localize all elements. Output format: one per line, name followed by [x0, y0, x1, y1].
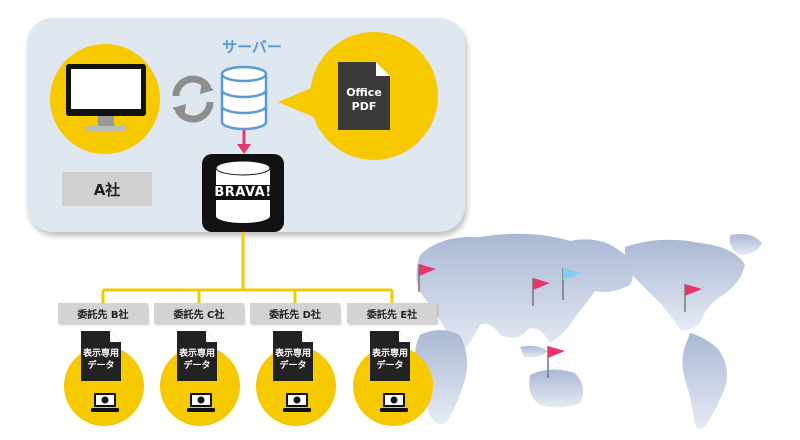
flag-icon — [532, 278, 550, 306]
doc-line2: データ — [87, 361, 115, 371]
laptop-icon — [91, 393, 119, 412]
laptop-icon — [283, 393, 311, 412]
database-icon — [220, 65, 268, 131]
islands-landmass — [520, 345, 548, 358]
flag-icon — [684, 284, 702, 312]
doc-line1: 表示専用 — [82, 349, 119, 359]
laptop-icon — [380, 393, 408, 412]
document-icon — [177, 331, 217, 381]
down-arrow-icon — [237, 130, 251, 154]
flag-icon — [418, 264, 436, 292]
contractor-tag: 委託先 B社 — [58, 303, 148, 323]
doc-line2: データ — [279, 361, 307, 371]
view-only-data-label: 表示専用データ — [176, 348, 218, 372]
laptop-icon — [187, 393, 215, 412]
sync-icon — [172, 75, 214, 123]
flag-icon — [547, 346, 565, 378]
view-only-data-label: 表示専用データ — [369, 348, 411, 372]
doc-line1: 表示専用 — [371, 349, 408, 359]
document-icon — [370, 331, 410, 381]
brava-label: BRAVA! — [208, 185, 278, 200]
contractor-tag: 委託先 C社 — [154, 303, 244, 323]
doc-line1: 表示専用 — [178, 349, 215, 359]
doc-line2: データ — [376, 361, 404, 371]
view-only-data-label: 表示専用データ — [272, 348, 314, 372]
server-title: サーバー — [222, 38, 282, 56]
doc-line1: 表示専用 — [274, 349, 311, 359]
monitor-icon — [66, 64, 146, 131]
document-icon — [81, 331, 121, 381]
contractor-tag: 委託先 E社 — [347, 303, 437, 323]
document-icon — [338, 62, 390, 130]
south-america-landmass — [682, 333, 727, 430]
document-icon — [273, 331, 313, 381]
source-doc-line2: PDF — [351, 100, 377, 113]
doc-line2: データ — [183, 361, 211, 371]
view-only-data-label: 表示専用データ — [80, 348, 122, 372]
contractor-tag: 委託先 D社 — [250, 303, 340, 323]
company-a-label: A社 — [62, 172, 152, 206]
source-doc-line1: Office — [346, 86, 382, 99]
source-doc-label: Office PDF — [336, 86, 392, 114]
flag-icon — [562, 268, 582, 300]
australia-landmass — [529, 369, 584, 408]
eurasia-landmass — [416, 233, 634, 353]
greenland-landmass — [729, 234, 762, 255]
